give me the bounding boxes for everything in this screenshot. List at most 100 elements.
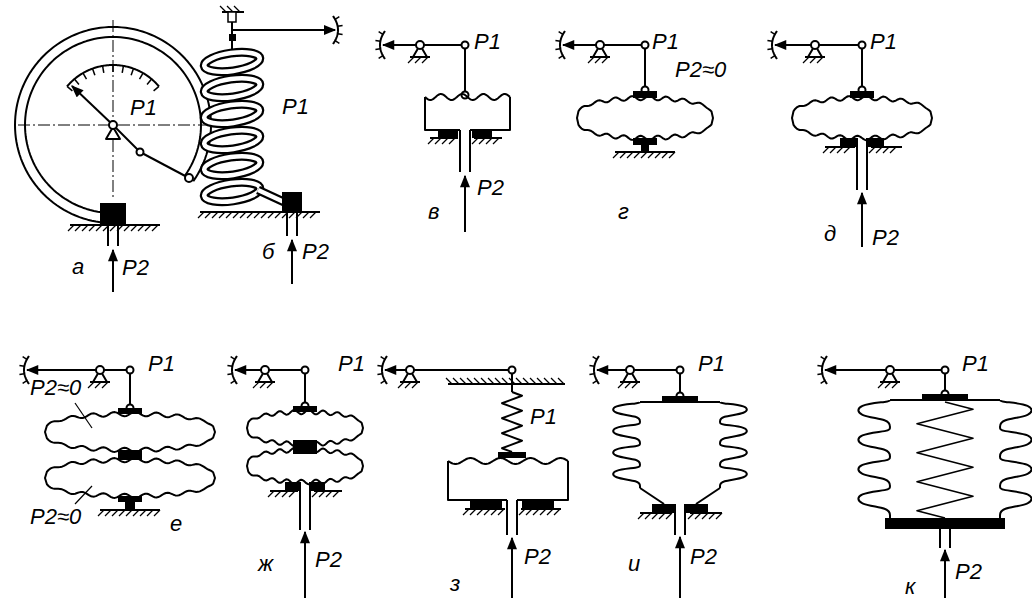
ground-hatch — [303, 212, 309, 218]
ground-hatch — [488, 378, 494, 384]
pointer-arrow — [775, 44, 815, 46]
ground-hatch — [198, 212, 204, 218]
pressure-label: P2 — [524, 545, 551, 569]
helical-tube-bore — [203, 179, 261, 205]
scale-tick — [23, 357, 27, 360]
scale-tick — [335, 17, 339, 20]
ground-hatch — [247, 212, 253, 218]
ground-hatch — [602, 57, 608, 63]
pivot-joint — [886, 366, 894, 374]
pressure-label: P2 — [955, 560, 982, 584]
ground-hatch — [442, 138, 448, 144]
ground-hatch — [226, 212, 232, 218]
scale-tick — [335, 41, 339, 44]
ground-hatch — [267, 382, 273, 388]
base-block — [840, 138, 857, 147]
ground-hatch — [837, 147, 843, 153]
scale-arc — [594, 356, 599, 384]
scale-tick — [375, 40, 380, 42]
ground-hatch — [82, 225, 88, 231]
ground-hatch — [233, 212, 239, 218]
ground-hatch — [205, 212, 211, 218]
ground-hatch — [823, 147, 829, 153]
ground-hatch — [261, 212, 267, 218]
ground-hatch — [702, 513, 708, 519]
scale-arc — [380, 31, 385, 59]
center-plate — [118, 496, 142, 502]
lever-arm — [410, 369, 512, 371]
scale-tick — [19, 365, 24, 367]
bellows-wall — [1000, 400, 1032, 518]
pointer-arrow — [563, 44, 600, 46]
scale-tick — [140, 73, 144, 79]
base-block — [686, 504, 708, 513]
pressure-label: P2 — [315, 548, 342, 572]
helical-tube — [258, 190, 284, 202]
pivot-joint — [811, 41, 819, 49]
pipe-wall — [107, 225, 109, 246]
pivot-joint — [416, 41, 424, 49]
pressure-arrow — [291, 240, 293, 284]
ground-hatch — [502, 378, 508, 384]
ground-hatch — [641, 152, 647, 158]
ground-hatch — [89, 225, 95, 231]
lever-joint — [462, 42, 469, 49]
ground-hatch — [463, 509, 469, 515]
scale-tick — [381, 381, 385, 384]
center-plate — [293, 440, 317, 454]
center-plate — [118, 408, 142, 414]
ground-hatch — [240, 212, 246, 218]
base-block — [438, 130, 458, 138]
pivot-joint — [596, 41, 604, 49]
membrane-capsule — [577, 96, 713, 140]
pivot-joint — [626, 366, 634, 374]
scale-tick — [92, 69, 94, 76]
helical-tube-bore — [203, 127, 261, 153]
bellows-neck — [640, 488, 664, 504]
shaft — [511, 374, 513, 392]
ground-hatch — [446, 378, 452, 384]
ground-hatch — [145, 225, 151, 231]
ground-hatch — [219, 212, 225, 218]
pipe-wall — [506, 500, 508, 535]
ground-hatch — [844, 147, 850, 153]
ground-hatch — [540, 509, 546, 515]
tube-fitting — [282, 192, 302, 212]
ground-hatch — [435, 138, 441, 144]
ground-hatch — [467, 378, 473, 384]
bellows-top — [890, 399, 1000, 401]
ground-hatch — [268, 212, 274, 218]
pipe-wall — [856, 138, 858, 190]
ground-hatch — [620, 152, 626, 158]
ground-hatch — [460, 378, 466, 384]
scale-tick — [593, 357, 597, 360]
ground-hatch — [885, 382, 891, 388]
ground-line — [640, 512, 672, 514]
ground-hatch — [533, 509, 539, 515]
ground-hatch — [484, 509, 490, 515]
ground-hatch — [648, 152, 654, 158]
ground-hatch — [227, 6, 233, 12]
lever-joint — [127, 367, 134, 374]
scale-tick — [231, 381, 235, 384]
scale-tick — [377, 365, 382, 367]
chamber-wall — [425, 97, 460, 130]
dial-pointer — [72, 86, 113, 125]
ground-hatch — [119, 510, 125, 516]
membrane-capsule — [45, 458, 215, 498]
pipe-wall — [866, 138, 868, 190]
scale-tick — [19, 373, 24, 375]
link-rod — [129, 370, 131, 408]
pressure-label: P2 — [477, 176, 504, 200]
scale-tick — [147, 79, 151, 84]
shaft-clamp — [229, 34, 236, 41]
ground-hatch — [102, 382, 108, 388]
ground-hatch — [526, 509, 532, 515]
ground-hatch — [537, 378, 543, 384]
scale-tick — [589, 365, 594, 367]
ground-line — [465, 508, 505, 510]
figure-letter: з — [450, 572, 460, 596]
center-plate — [293, 406, 317, 412]
